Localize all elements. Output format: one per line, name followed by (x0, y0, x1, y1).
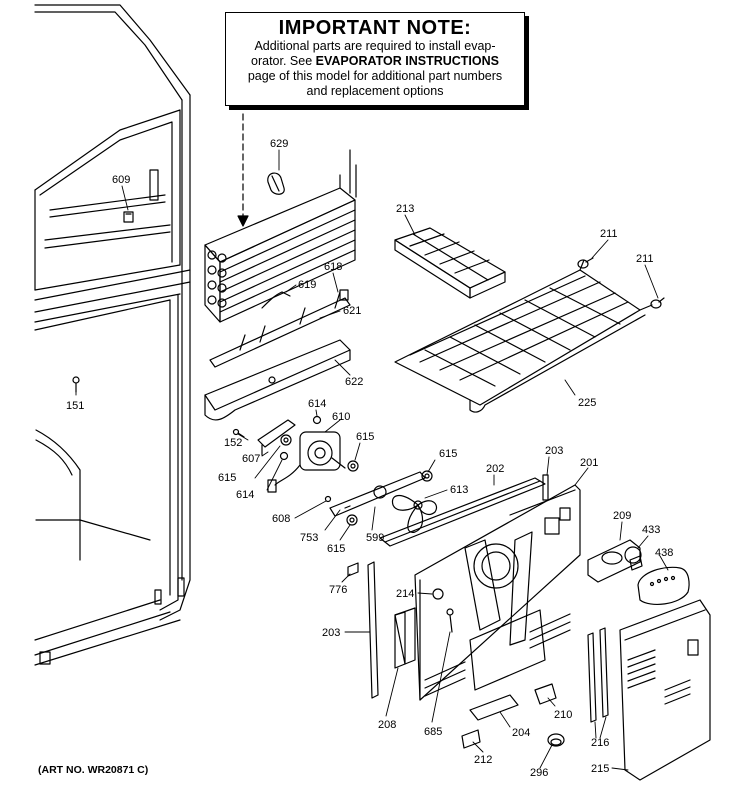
part-216-strips (587, 627, 609, 723)
part-215-air-tower-cover (619, 599, 711, 781)
callout-618: 618 (324, 261, 342, 273)
callout-202: 202 (486, 463, 504, 475)
callout-201: 201 (580, 457, 598, 469)
callout-753: 753 (300, 532, 318, 544)
part-607-bracket (257, 419, 296, 456)
callout-621: 621 (343, 305, 361, 317)
part-214-plug (432, 588, 444, 600)
callout-211-upper: 211 (600, 228, 618, 240)
callout-615-d: 615 (327, 543, 345, 555)
part-433-bulb (624, 546, 643, 571)
callout-615-b: 615 (218, 472, 236, 484)
callout-609: 609 (112, 174, 130, 186)
part-152-screw (232, 428, 245, 438)
part-225-wire-shelf (394, 259, 653, 413)
part-203-gasket-left (367, 561, 379, 699)
art-number: (ART NO. WR20871 C) (38, 764, 149, 776)
callout-213: 213 (396, 203, 414, 215)
part-evaporator-coil (204, 149, 357, 323)
part-615-grommet-a (280, 434, 292, 446)
note-line-1: Additional parts are required to install… (254, 39, 496, 53)
part-212-bracket (461, 729, 481, 749)
part-622-drain-trough (204, 339, 351, 421)
callout-296: 296 (530, 767, 548, 779)
refrigerator-cabinet (34, 4, 191, 666)
callout-607: 607 (242, 453, 260, 465)
callout-614-upper: 614 (308, 398, 326, 410)
part-753-bracket (329, 471, 426, 517)
callout-208: 208 (378, 719, 396, 731)
note-line-3: page of this model for additional part n… (247, 69, 503, 83)
part-615-grommet-b (347, 460, 359, 472)
callout-685: 685 (424, 726, 442, 738)
callout-629: 629 (270, 138, 288, 150)
callout-204: 204 (512, 727, 530, 739)
callout-211-lower: 211 (636, 253, 654, 265)
callout-216: 216 (591, 737, 609, 749)
callout-608: 608 (272, 513, 290, 525)
callout-438: 438 (655, 547, 673, 559)
callout-622: 622 (345, 376, 363, 388)
callout-599: 599 (366, 532, 384, 544)
callout-215: 215 (591, 763, 609, 775)
part-610-fan-motor (267, 431, 346, 493)
part-210-bracket (534, 683, 557, 705)
part-615-grommet-c (421, 470, 433, 482)
part-629-clip (267, 172, 285, 195)
callout-212: 212 (474, 754, 492, 766)
callout-152: 152 (224, 437, 242, 449)
part-211-pin-upper (577, 257, 594, 269)
part-296-knob (547, 733, 565, 747)
note-line-2: orator. See EVAPORATOR INSTRUCTIONS (226, 54, 524, 69)
note-arrow (237, 113, 249, 227)
part-203-gasket-right (542, 474, 549, 501)
part-202-rear-panel (379, 477, 546, 547)
part-208-foam-block (394, 607, 416, 669)
callout-619: 619 (298, 279, 316, 291)
part-211-pin-lower (650, 297, 665, 309)
callout-225: 225 (578, 397, 596, 409)
part-614-grommet-upper (312, 415, 322, 425)
note-line-2-text: orator. See (251, 54, 316, 68)
callout-214: 214 (396, 588, 414, 600)
part-618-heater-rail (209, 289, 351, 368)
note-line-4: and replacement options (306, 84, 444, 98)
part-204-bracket (469, 694, 519, 721)
note-title: IMPORTANT NOTE: (278, 17, 472, 39)
callout-151: 151 (66, 400, 84, 412)
part-201-evaporator-cover (414, 484, 581, 701)
callout-433: 433 (642, 524, 660, 536)
callout-203-right: 203 (545, 445, 563, 457)
part-209-light-housing (587, 539, 641, 583)
callout-labels: 629 609 213 211 211 618 619 621 622 151 … (66, 138, 673, 779)
callout-203-left: 203 (322, 627, 340, 639)
part-614-grommet-lower (279, 451, 289, 461)
callout-615-c: 615 (439, 448, 457, 460)
part-615-grommet-d (346, 514, 358, 526)
callout-776: 776 (329, 584, 347, 596)
part-613-fan-blade (391, 495, 438, 533)
callout-614-lower: 614 (236, 489, 254, 501)
leader-lines (75, 149, 669, 771)
callout-610: 610 (332, 411, 350, 423)
callout-209: 209 (613, 510, 631, 522)
part-438-lens-cover (637, 566, 690, 606)
part-213-ice-tray (394, 227, 506, 299)
part-776-clip (347, 562, 359, 577)
part-608-screw (324, 495, 332, 503)
callout-613: 613 (450, 484, 468, 496)
part-685-screw (446, 608, 454, 633)
important-note-box: IMPORTANT NOTE: Additional parts are req… (225, 12, 525, 106)
part-151-screw (72, 376, 80, 393)
callout-210: 210 (554, 709, 572, 721)
part-609-clip (123, 211, 134, 223)
part-619-wire (261, 291, 291, 309)
callout-615-a: 615 (356, 431, 374, 443)
note-line-2-bold: EVAPORATOR INSTRUCTIONS (315, 54, 499, 68)
